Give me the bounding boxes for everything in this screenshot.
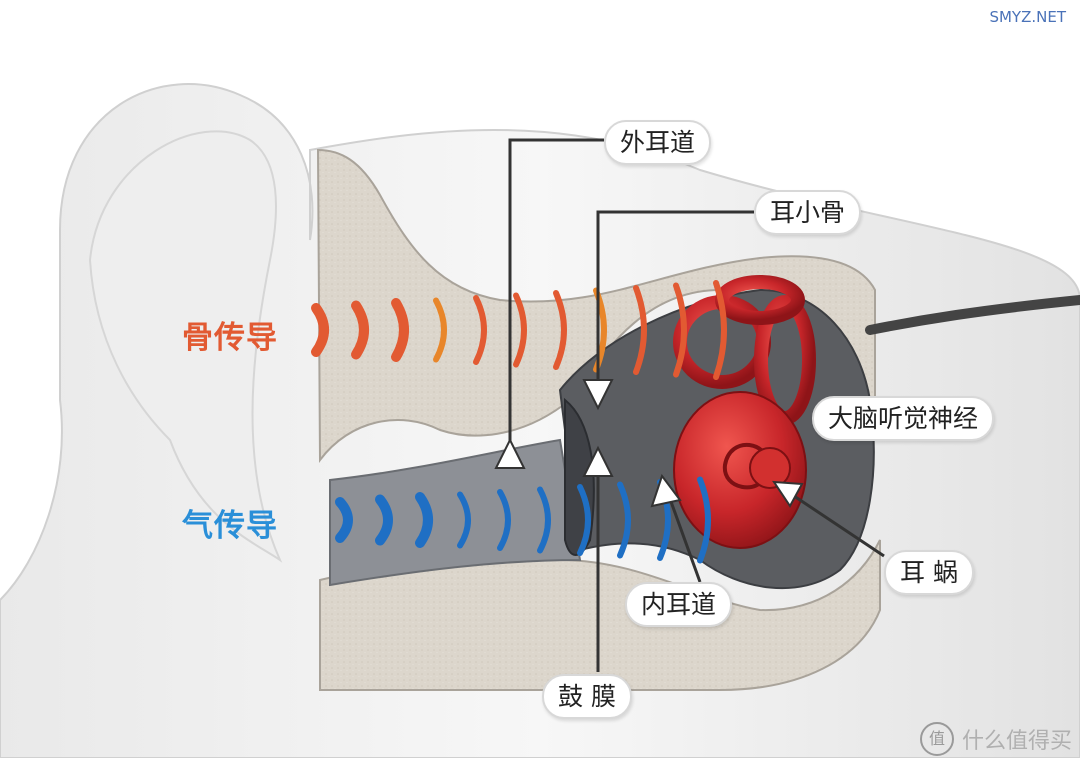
auditory-nerve-callout: 大脑听觉神经: [812, 396, 994, 441]
watermark-logo-icon: 值: [920, 722, 954, 756]
ossicles-callout: 耳小骨: [754, 190, 861, 235]
watermark: 值 什么值得买: [920, 722, 1072, 756]
watermark-site: SMYZ.NET: [989, 8, 1066, 26]
cochlea-callout: 耳 蜗: [884, 550, 974, 595]
air-conduction-label: 气传导: [182, 500, 278, 545]
watermark-text: 什么值得买: [962, 723, 1072, 755]
eardrum-callout: 鼓 膜: [542, 674, 632, 719]
bone-conduction-label: 骨传导: [182, 312, 278, 357]
inner-ear-canal-callout: 内耳道: [625, 582, 732, 627]
outer-ear-canal-callout: 外耳道: [604, 120, 711, 165]
cochlea: [674, 392, 806, 548]
